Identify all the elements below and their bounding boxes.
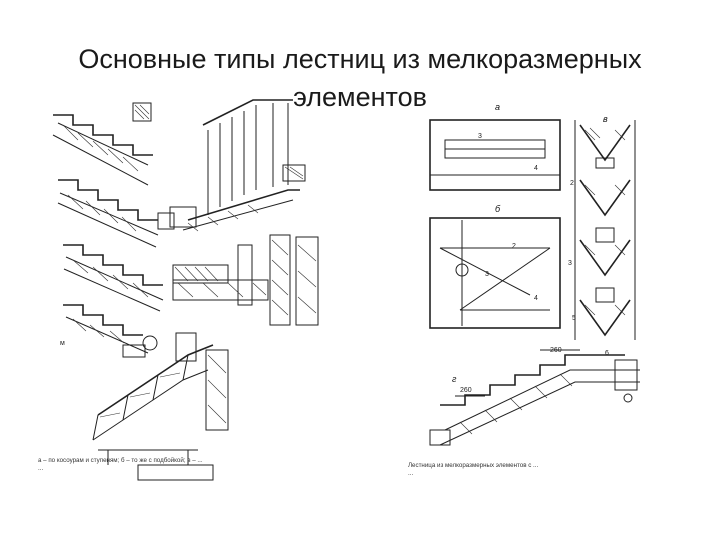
left-staircase-drawing: м (38, 95, 330, 535)
label-a: а (495, 102, 500, 112)
plan-a-number-4: 4 (534, 165, 538, 172)
right-figure-caption: Лестница из мелкоразмерных элементов с .… (408, 462, 683, 479)
stair-segment-a (52, 102, 153, 186)
label-b: б (495, 204, 501, 214)
label-m: м (60, 340, 65, 347)
left-caption-line: ... (38, 465, 44, 473)
label-g: г (452, 374, 457, 384)
plan-a: 3 4 (429, 119, 561, 191)
section-g: 260 260 6 (429, 347, 640, 446)
right-caption-line: ... (408, 470, 414, 478)
right-drawing-svg: а б в г 3 4 2 3 4 (429, 102, 640, 446)
dim-6: 6 (605, 350, 609, 357)
dim-260-lower: 260 (460, 387, 472, 394)
section-v-number-2: 2 (570, 180, 574, 187)
plan-a-number-3: 3 (478, 133, 482, 140)
right-caption-line: Лестница из мелкоразмерных элементов с .… (408, 462, 539, 469)
lower-perspective: м (60, 332, 229, 481)
left-drawing-svg: м (52, 99, 319, 481)
left-caption-line: а – по косоурам и ступеням; б – то же с … (38, 457, 203, 464)
section-details (172, 234, 319, 326)
section-v-number-5: 5 (572, 315, 576, 322)
right-staircase-drawing: а б в г 3 4 2 3 4 (400, 100, 682, 538)
slide-title: Основные типы лестниц из мелкоразмерных … (0, 40, 720, 116)
slide-title-line-1: Основные типы лестниц из мелкоразмерных (78, 44, 642, 75)
plan-b-number-4: 4 (534, 295, 538, 302)
plan-b-number-3: 3 (485, 271, 489, 278)
stair-segment-b (57, 179, 175, 248)
railing-perspective (169, 99, 306, 232)
plan-b-number-2: 2 (512, 243, 516, 250)
stair-segment-c (63, 244, 164, 312)
slide-title-line-2: элементов (293, 82, 427, 113)
left-figure-caption: а – по косоурам и ступеням; б – то же с … (38, 457, 330, 474)
section-v-number-3: 3 (568, 260, 572, 267)
plan-b: 2 3 4 (429, 217, 561, 329)
section-v: 2 3 5 (568, 120, 636, 340)
label-v: в (603, 114, 608, 124)
stair-segment-d (63, 304, 149, 358)
